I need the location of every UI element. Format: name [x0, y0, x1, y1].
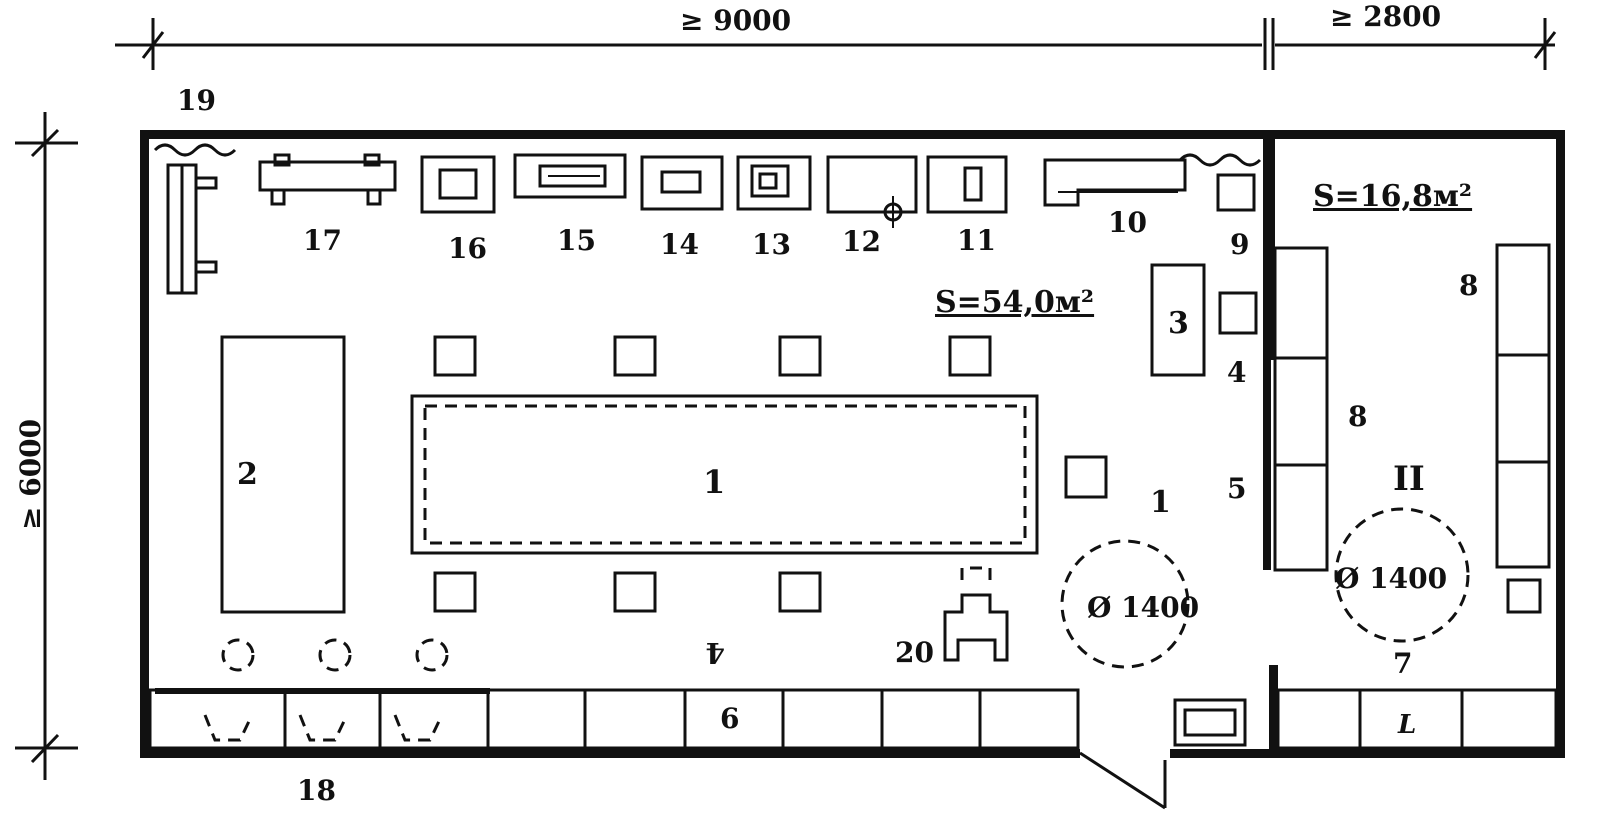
- bottom-storage: [148, 688, 1558, 750]
- machine-13: [736, 155, 812, 211]
- label-4: 4: [1227, 356, 1246, 389]
- turning-circle-main: [1060, 539, 1190, 669]
- label-10: 10: [1108, 206, 1147, 239]
- label-19: 19: [177, 84, 216, 117]
- label-13: 13: [752, 228, 791, 261]
- table-1: [410, 394, 1039, 555]
- dimension-lines: ≥ 9000 ≥ 2800 ≥ 6000: [14, 0, 1557, 780]
- label-1: 1: [703, 463, 725, 501]
- annex-furniture: [1273, 243, 1551, 643]
- label-3: 3: [1168, 306, 1189, 341]
- workbench-10: [1043, 158, 1187, 207]
- label-5: 5: [1227, 472, 1246, 505]
- dimension-width: ≥ 9000: [680, 4, 791, 37]
- workbench-17: [258, 160, 397, 192]
- label-16: 16: [448, 232, 487, 265]
- machine-14: [640, 155, 724, 211]
- main-room-furniture: [220, 263, 1258, 672]
- main-room-numeral: 1: [1150, 485, 1171, 520]
- chair-20: [943, 593, 1009, 662]
- label-17: 17: [303, 224, 342, 257]
- machine-16: [420, 155, 496, 214]
- label-15: 15: [557, 224, 596, 257]
- machine-15: [513, 153, 627, 199]
- label-2: 2: [237, 457, 258, 492]
- label-9: 9: [1230, 228, 1249, 261]
- item-labels: 1 2 3 4 4 5 6 7 8 8 9 10 11 12 13 14 15 …: [177, 84, 1478, 807]
- turning-circle-annex-label: Ø 1400: [1335, 562, 1447, 595]
- walls: [140, 130, 1565, 758]
- label-12: 12: [842, 225, 881, 258]
- machine-11: [926, 155, 1008, 214]
- annex-area-label: S=16,8м²: [1313, 179, 1472, 214]
- radiator-left: [153, 143, 237, 157]
- dimension-depth: ≥ 6000: [14, 419, 47, 530]
- annex-room-numeral: II: [1393, 459, 1425, 499]
- label-6: 6: [720, 702, 739, 735]
- area-labels: S=54,0м² S=16,8м² 1 II Ø 1400 Ø 1400: [935, 179, 1472, 624]
- label-cabinet-l: L: [1397, 710, 1416, 740]
- dimension-annex-width: ≥ 2800: [1330, 0, 1441, 33]
- label-7: 7: [1393, 647, 1412, 680]
- cabinet-3: [1150, 263, 1206, 377]
- table-2: [220, 335, 346, 614]
- shelving-8-left: [1273, 246, 1329, 572]
- label-8-left: 8: [1348, 400, 1367, 433]
- machine-12: [826, 155, 918, 214]
- label-20: 20: [895, 636, 934, 669]
- entrance-door: [1079, 751, 1167, 810]
- turning-circle-main-label: Ø 1400: [1087, 591, 1199, 624]
- label-8-right: 8: [1459, 269, 1478, 302]
- box-9: [1216, 173, 1256, 212]
- label-11: 11: [957, 224, 996, 257]
- equipment-top-row: [153, 143, 1262, 295]
- shelving-8-right: [1495, 243, 1551, 569]
- turning-circle-annex: [1334, 507, 1470, 643]
- label-4-floor: 4: [706, 636, 725, 669]
- main-area-label: S=54,0м²: [935, 285, 1094, 320]
- label-14: 14: [660, 228, 699, 261]
- stove: [1173, 698, 1247, 747]
- label-18: 18: [297, 774, 336, 807]
- radiator-right: [1178, 153, 1262, 167]
